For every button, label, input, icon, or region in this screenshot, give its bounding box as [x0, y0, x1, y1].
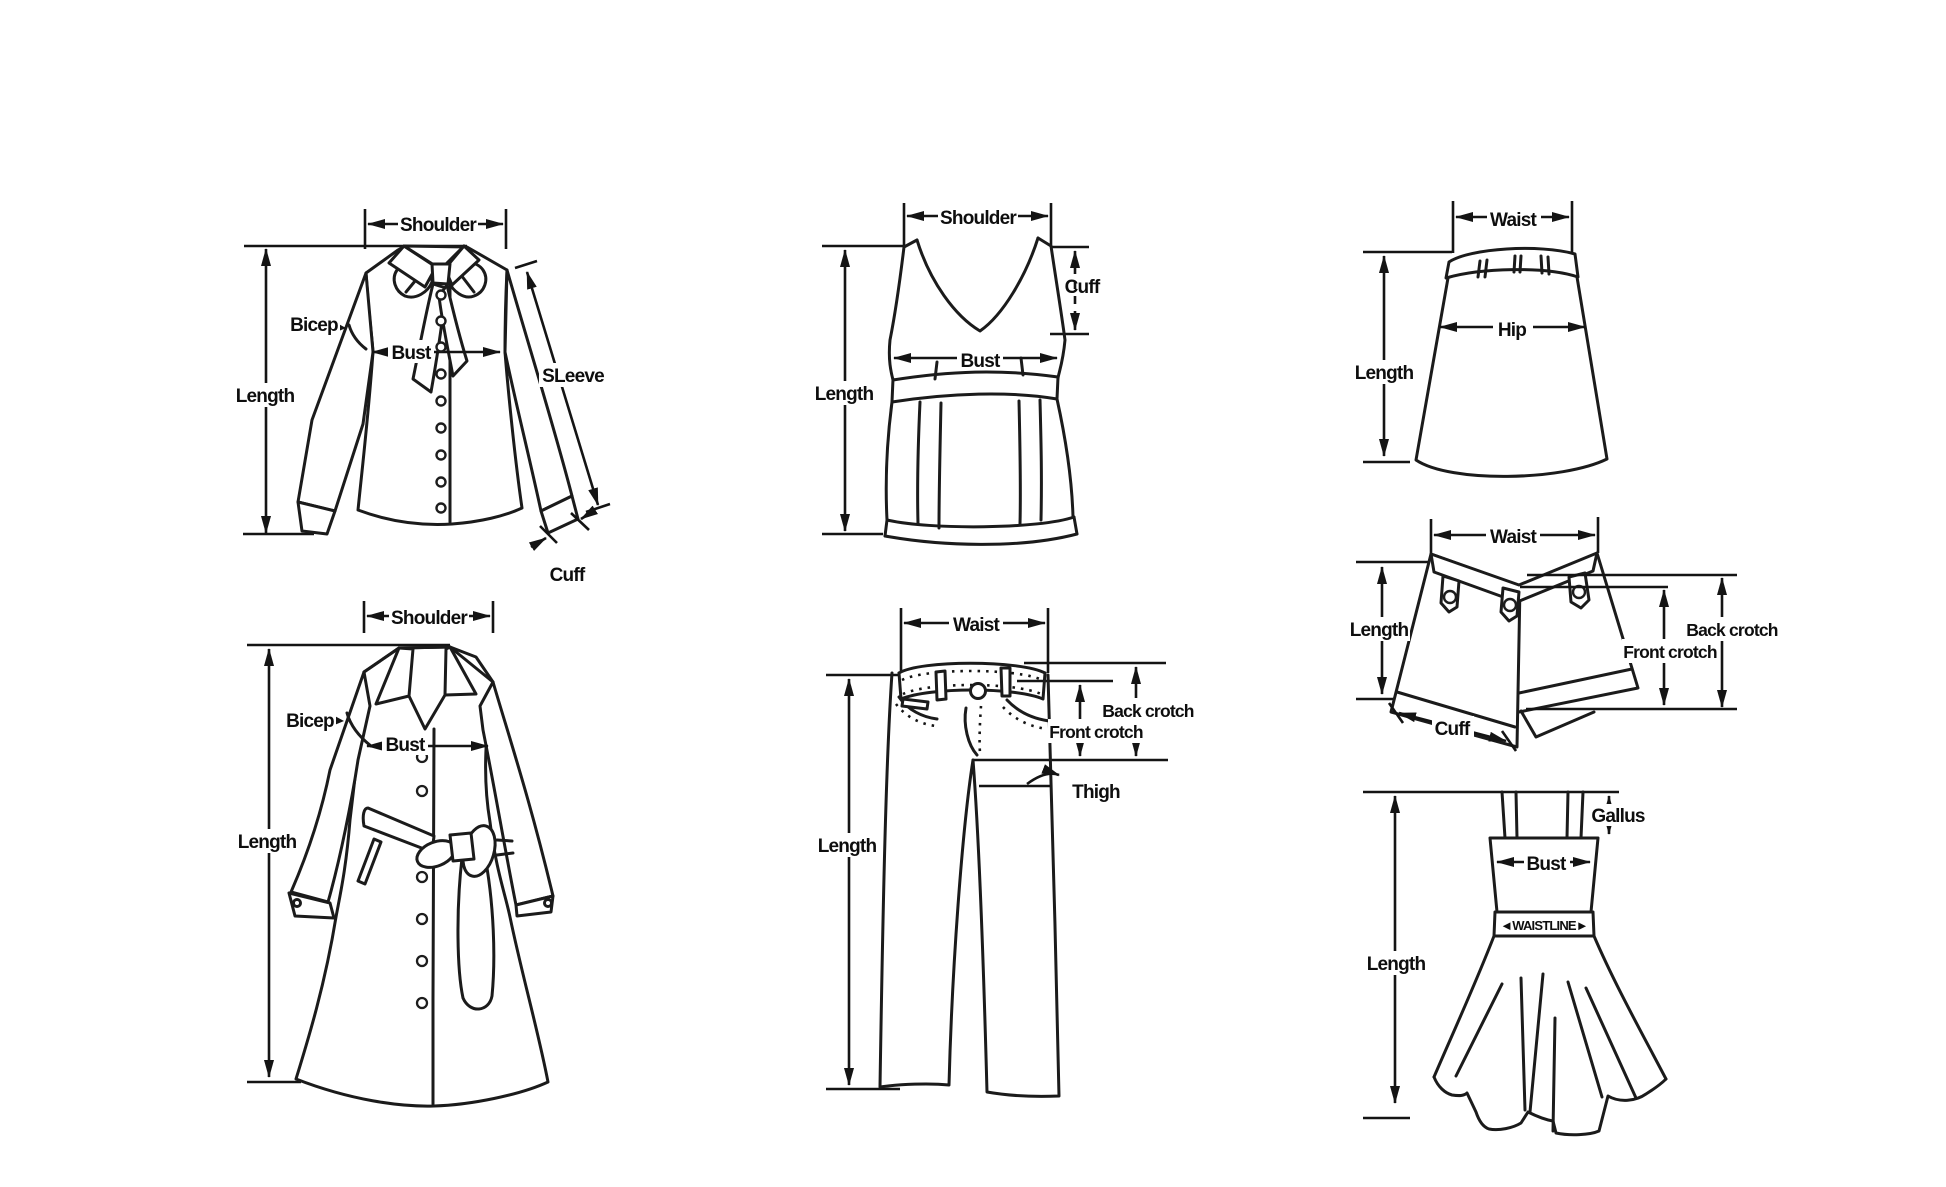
svg-text:Bust: Bust: [960, 351, 1000, 372]
svg-text:Gallus: Gallus: [1591, 806, 1645, 827]
svg-text:Back crotch: Back crotch: [1686, 620, 1777, 640]
svg-text:Length: Length: [1355, 363, 1414, 384]
svg-text:Thigh: Thigh: [1072, 782, 1120, 803]
svg-text:Back crotch: Back crotch: [1102, 701, 1193, 721]
svg-text:Length: Length: [818, 836, 877, 857]
svg-text:Front crotch: Front crotch: [1049, 722, 1143, 742]
svg-text:◄WAISTLINE►: ◄WAISTLINE►: [1500, 918, 1588, 933]
svg-text:Bust: Bust: [391, 343, 431, 364]
svg-text:Length: Length: [815, 384, 874, 405]
svg-text:Length: Length: [238, 832, 297, 853]
svg-text:Shoulder: Shoulder: [940, 208, 1017, 229]
svg-text:Shoulder: Shoulder: [391, 608, 468, 629]
svg-text:Waist: Waist: [1490, 210, 1537, 231]
svg-text:Bicep: Bicep: [290, 315, 338, 336]
svg-text:Bust: Bust: [385, 735, 425, 756]
svg-text:Cuff: Cuff: [550, 565, 586, 586]
svg-text:Shoulder: Shoulder: [400, 215, 477, 236]
svg-text:Bust: Bust: [1526, 854, 1566, 875]
svg-text:Cuff: Cuff: [1435, 719, 1471, 740]
svg-text:Bicep: Bicep: [286, 711, 334, 732]
svg-text:Hip: Hip: [1498, 320, 1526, 341]
svg-text:Waist: Waist: [1490, 527, 1537, 548]
svg-text:Front crotch: Front crotch: [1623, 642, 1717, 662]
svg-text:Waist: Waist: [953, 615, 1000, 636]
svg-text:SLeeve: SLeeve: [542, 366, 604, 387]
svg-text:Cuff: Cuff: [1065, 277, 1101, 298]
svg-text:Length: Length: [236, 386, 295, 407]
svg-text:Length: Length: [1367, 954, 1426, 975]
svg-text:Length: Length: [1350, 620, 1409, 641]
